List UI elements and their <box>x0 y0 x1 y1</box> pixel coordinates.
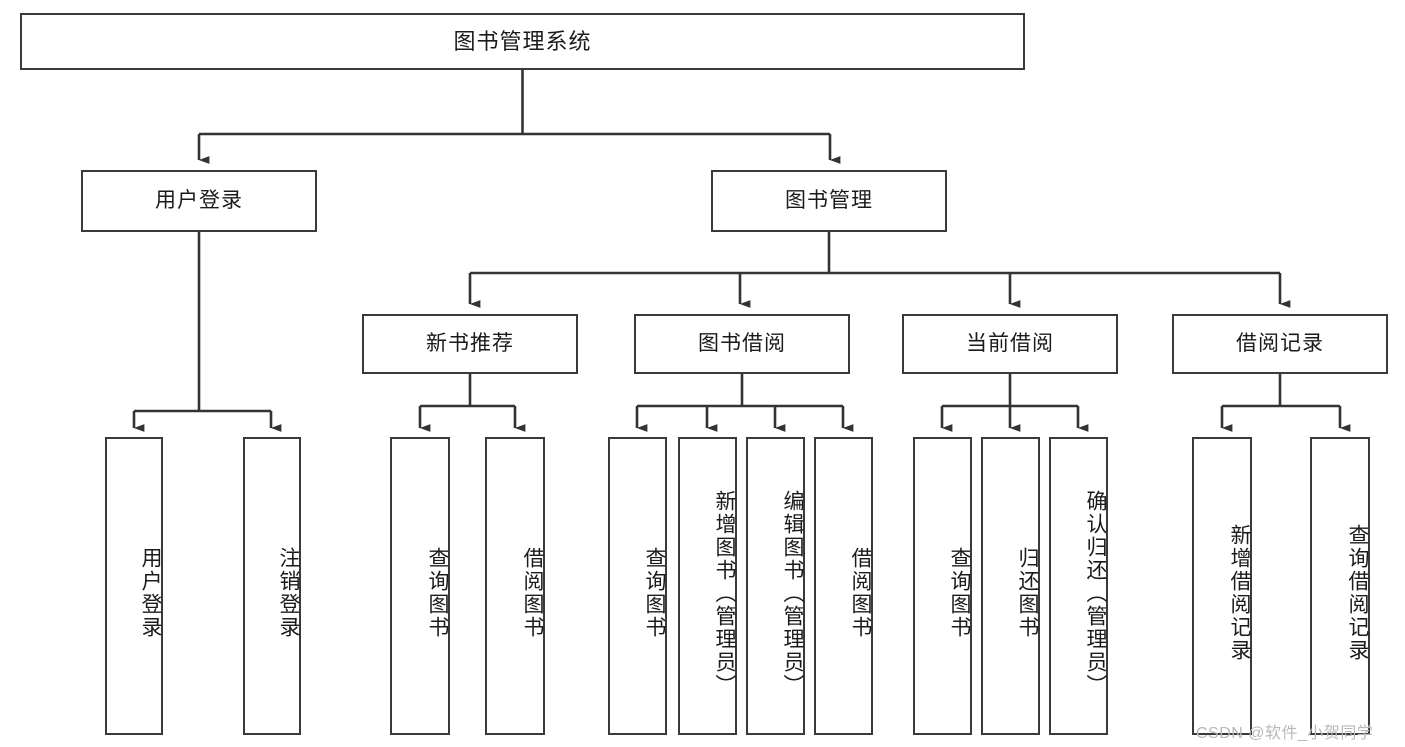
node-label: 查询图书 <box>643 547 666 639</box>
node-current-borrow[interactable]: 当前借阅 <box>902 314 1118 374</box>
node-label: 归还图书 <box>1016 547 1039 639</box>
node-leaf-query-book-recommend[interactable]: 查询图书 <box>390 437 450 735</box>
node-label: 图书管理 <box>785 188 873 212</box>
node-label: 新增图书（管理员） <box>713 489 736 697</box>
node-label: 图书借阅 <box>698 331 786 355</box>
node-leaf-query-book-borrow[interactable]: 查询图书 <box>608 437 667 735</box>
node-user-login[interactable]: 用户登录 <box>81 170 317 232</box>
node-leaf-user-login[interactable]: 用户登录 <box>105 437 163 735</box>
node-leaf-borrow-book[interactable]: 借阅图书 <box>814 437 873 735</box>
node-label: 新增借阅记录 <box>1228 524 1251 662</box>
node-label: 图书管理系统 <box>453 28 592 54</box>
node-borrow-record[interactable]: 借阅记录 <box>1172 314 1388 374</box>
node-label: 用户登录 <box>139 547 162 639</box>
node-leaf-borrow-book-recommend[interactable]: 借阅图书 <box>485 437 545 735</box>
node-label: 当前借阅 <box>966 331 1054 355</box>
node-book-management[interactable]: 图书管理 <box>711 170 947 232</box>
node-leaf-add-book[interactable]: 新增图书（管理员） <box>678 437 737 735</box>
node-label: 编辑图书（管理员） <box>781 489 804 697</box>
node-new-book-recommend[interactable]: 新书推荐 <box>362 314 578 374</box>
node-label: 借阅记录 <box>1236 331 1324 355</box>
node-label: 查询图书 <box>426 547 449 639</box>
node-label: 新书推荐 <box>426 331 514 355</box>
node-leaf-query-borrow-record[interactable]: 查询借阅记录 <box>1310 437 1370 735</box>
node-leaf-return-book[interactable]: 归还图书 <box>981 437 1040 735</box>
node-label: 查询图书 <box>948 547 971 639</box>
node-leaf-add-borrow-record[interactable]: 新增借阅记录 <box>1192 437 1252 735</box>
node-label: 用户登录 <box>155 188 243 212</box>
node-leaf-user-logout[interactable]: 注销登录 <box>243 437 301 735</box>
node-label: 确认归还（管理员） <box>1084 489 1107 697</box>
node-label: 注销登录 <box>277 547 300 639</box>
node-book-borrow[interactable]: 图书借阅 <box>634 314 850 374</box>
node-leaf-edit-book[interactable]: 编辑图书（管理员） <box>746 437 805 735</box>
node-label: 借阅图书 <box>849 547 872 639</box>
csdn-watermark: CSDN @软件_小贺同学 <box>1196 725 1374 742</box>
node-label: 查询借阅记录 <box>1346 524 1369 662</box>
node-root-book-management-system[interactable]: 图书管理系统 <box>20 13 1025 70</box>
node-label: 借阅图书 <box>521 547 544 639</box>
node-leaf-confirm-return[interactable]: 确认归还（管理员） <box>1049 437 1108 735</box>
node-leaf-query-book-current[interactable]: 查询图书 <box>913 437 972 735</box>
